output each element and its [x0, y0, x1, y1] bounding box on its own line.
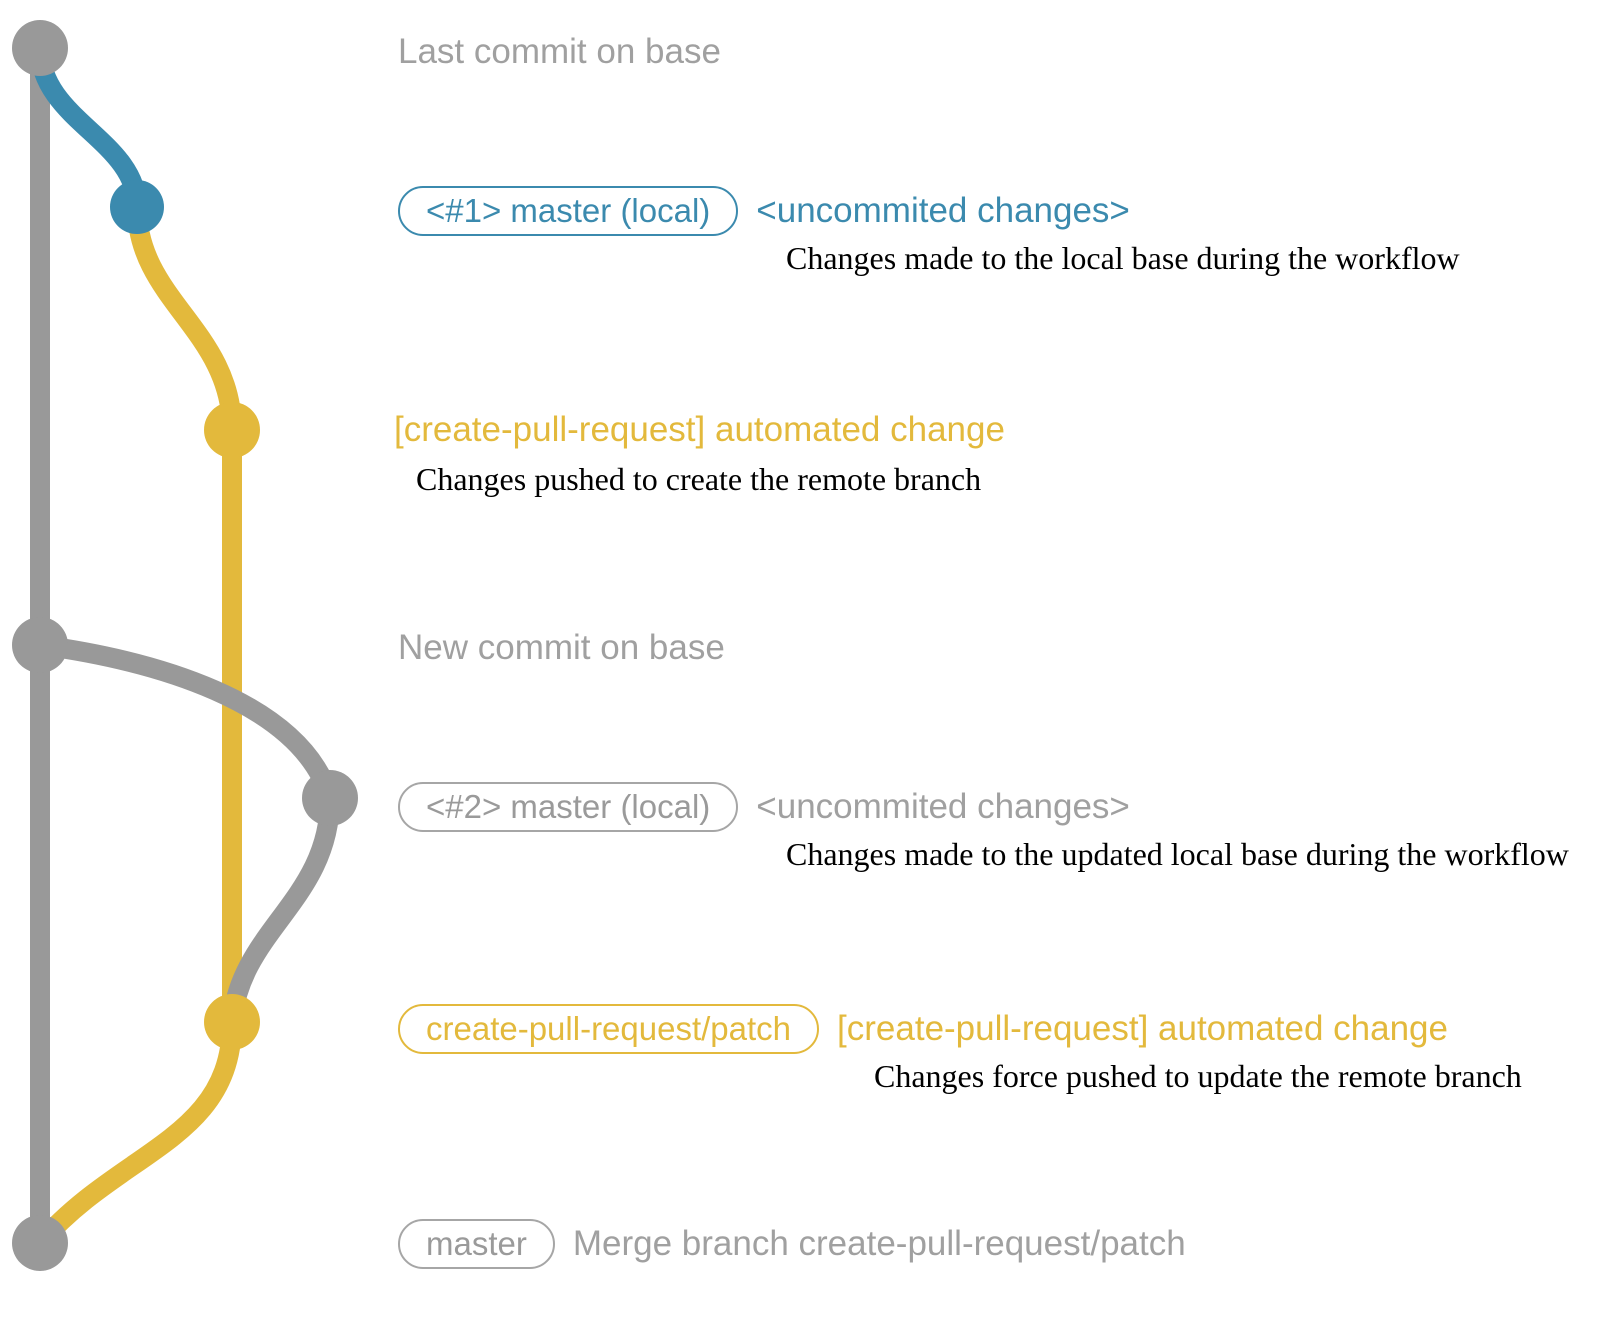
- commit-node-local-2[interactable]: [302, 770, 358, 826]
- commit-subject-last-commit-on-base: Last commit on base: [398, 32, 721, 71]
- row-master-local-1: <#1> master (local) <uncommited changes>: [398, 186, 1130, 236]
- row-master-local-2: <#2> master (local) <uncommited changes>: [398, 782, 1130, 832]
- commit-node-base-merge[interactable]: [12, 1215, 68, 1271]
- branch-pill-master-local-1[interactable]: <#1> master (local): [398, 186, 739, 236]
- commit-subject-create-pull-request-patch: [create-pull-request] automated change: [837, 1009, 1448, 1048]
- commit-node-patch-1[interactable]: [204, 402, 260, 458]
- commit-node-patch-2[interactable]: [204, 994, 260, 1050]
- commit-subject-new-commit-on-base: New commit on base: [398, 628, 725, 667]
- row-create-pull-request-patch: create-pull-request/patch [create-pull-r…: [398, 1004, 1448, 1054]
- commit-subject-master-local-1: <uncommited changes>: [756, 191, 1130, 230]
- commit-node-base-new[interactable]: [12, 617, 68, 673]
- branch-pill-master-local-2[interactable]: <#2> master (local): [398, 782, 739, 832]
- edge-patch2-to-merge: [30, 1012, 242, 1253]
- commit-node-base-top[interactable]: [12, 20, 68, 76]
- commit-subject-automated-change-1: [create-pull-request] automated change: [394, 410, 1005, 449]
- commit-nodes: [12, 20, 358, 1271]
- branch-pill-master[interactable]: master: [398, 1219, 555, 1269]
- commit-node-local-1[interactable]: [110, 180, 164, 234]
- row-master-merge: master Merge branch create-pull-request/…: [398, 1219, 1186, 1269]
- note-master-local-1: Changes made to the local base during th…: [786, 240, 1460, 276]
- branch-pill-create-pull-request-patch[interactable]: create-pull-request/patch: [398, 1004, 820, 1054]
- note-automated-change-1: Changes pushed to create the remote bran…: [416, 461, 982, 497]
- row-automated-change-1: [create-pull-request] automated change: [394, 410, 1005, 450]
- note-create-pull-request-patch: Changes force pushed to update the remot…: [874, 1058, 1522, 1094]
- commit-subject-master-merge: Merge branch create-pull-request/patch: [572, 1224, 1186, 1263]
- note-master-local-2: Changes made to the updated local base d…: [786, 836, 1569, 872]
- row-last-commit-on-base: Last commit on base: [398, 32, 721, 72]
- edge-local2-to-patch2: [222, 788, 340, 1032]
- row-new-commit-on-base: New commit on base: [398, 628, 725, 668]
- edge-basenew-to-local2: [30, 635, 340, 808]
- commit-subject-master-local-2: <uncommited changes>: [756, 787, 1130, 826]
- edge-local1-to-patch1: [127, 197, 242, 440]
